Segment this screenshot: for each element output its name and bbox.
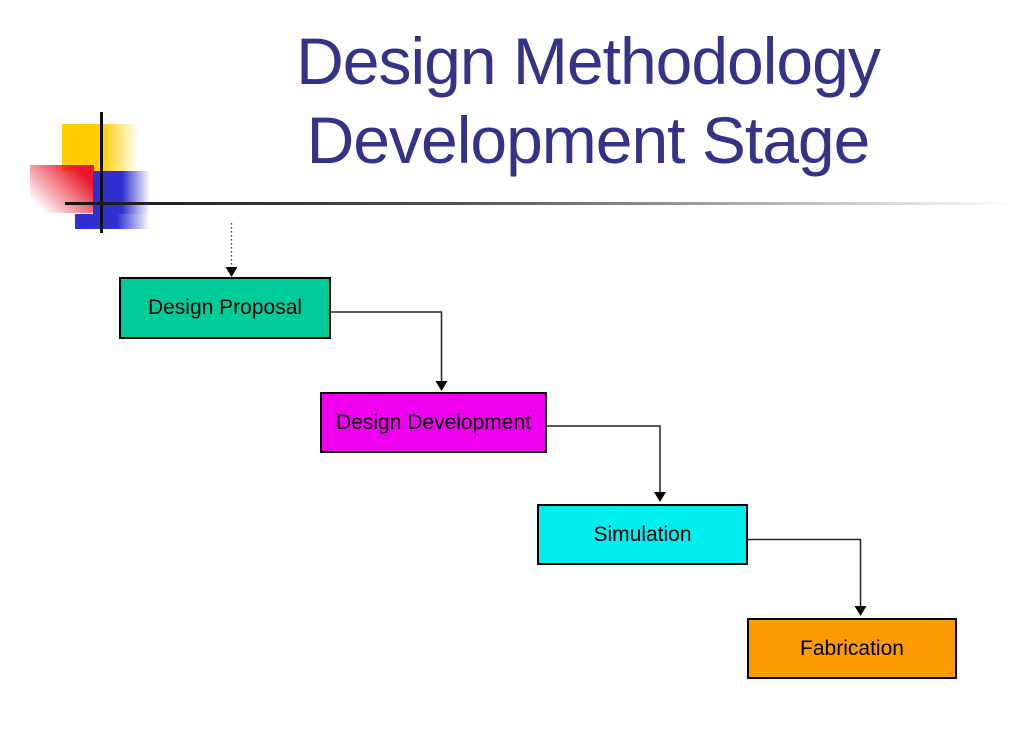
flow-step-label: Design Development <box>336 410 531 434</box>
flow-step-design-development: Design Development <box>320 392 547 453</box>
flow-step-fabrication: Fabrication <box>747 618 957 679</box>
entry-dotted-arrow <box>225 223 238 277</box>
connector-simulation-to-fabrication-arrow <box>748 538 867 616</box>
slide-title-line2: Development Stage <box>306 103 871 177</box>
slide-title-line1: Design Methodology <box>296 24 881 98</box>
connector-proposal-to-development-arrow <box>331 311 448 391</box>
connector-development-to-simulation-arrow <box>547 425 666 502</box>
title-divider-line <box>65 202 1010 205</box>
flow-step-simulation: Simulation <box>537 504 748 565</box>
decoration-blue-square-lower <box>75 214 151 229</box>
slide-title: Design Methodology Development Stage <box>138 22 1026 180</box>
flow-step-label: Simulation <box>593 522 692 546</box>
flow-step-label: Fabrication <box>800 636 904 660</box>
decoration-red-square <box>30 165 94 213</box>
flow-step-design-proposal: Design Proposal <box>119 277 331 339</box>
decoration-vertical-line <box>100 112 103 233</box>
flow-step-label: Design Proposal <box>147 296 303 319</box>
